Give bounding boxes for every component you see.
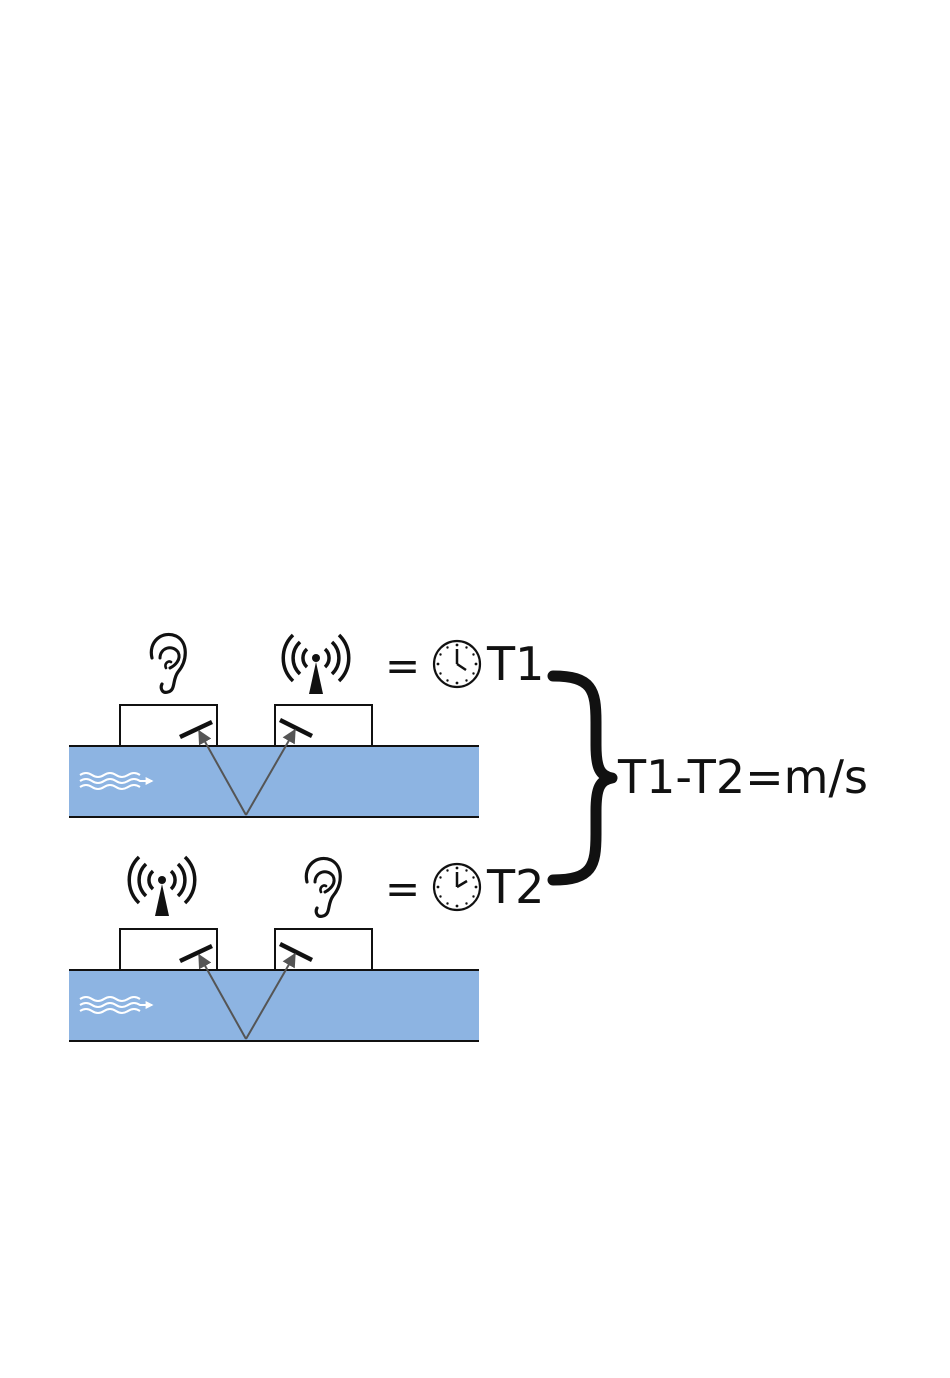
equals-sign: = bbox=[385, 864, 420, 913]
bottom-row: = T2 bbox=[69, 857, 544, 1041]
top-row: = T1 bbox=[69, 634, 544, 817]
clock-icon bbox=[434, 864, 480, 910]
ear-icon bbox=[151, 634, 185, 692]
equals-sign: = bbox=[385, 641, 420, 690]
curly-brace bbox=[553, 676, 612, 880]
result-formula: T1-T2=m/s bbox=[617, 750, 868, 804]
time-label-t2: T2 bbox=[486, 860, 544, 914]
ear-icon bbox=[306, 858, 340, 916]
pipe-flow bbox=[69, 971, 479, 1040]
clock-icon bbox=[434, 641, 480, 687]
transmitter-icon bbox=[283, 635, 349, 694]
transmitter-icon bbox=[129, 857, 195, 916]
pipe-flow bbox=[69, 747, 479, 816]
time-label-t1: T1 bbox=[486, 637, 544, 691]
